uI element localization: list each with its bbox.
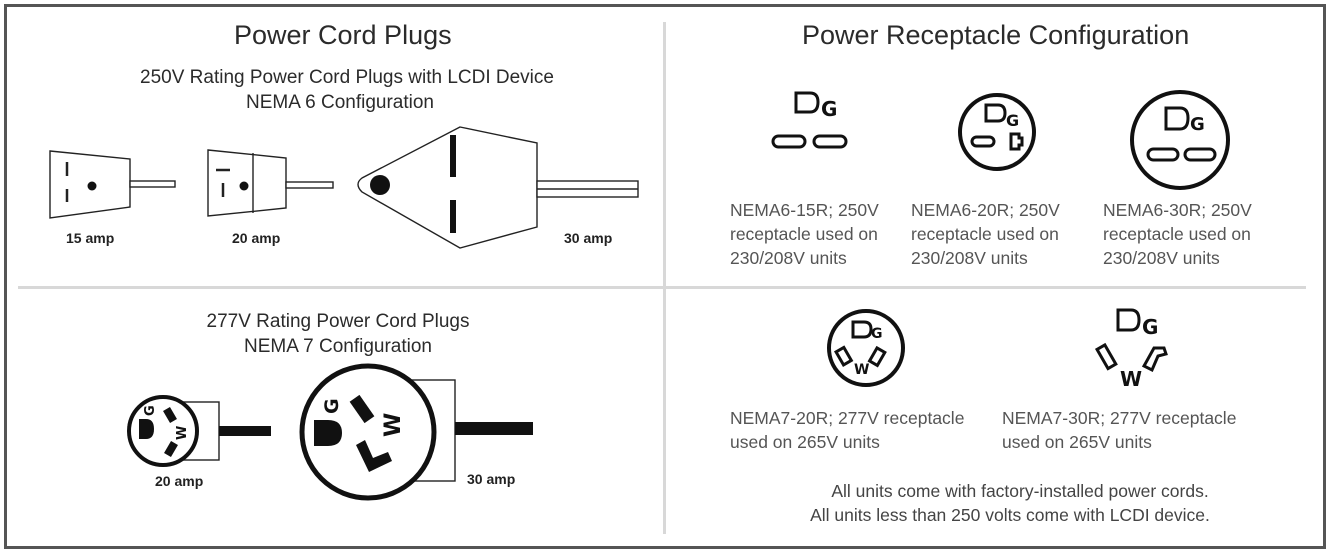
svg-text:G: G [1190,114,1205,135]
plug-30-amp-label: 30 amp [564,230,613,246]
svg-text:W: W [381,413,406,437]
receptacle-nema6-15r: G [771,91,848,149]
plug-nema7-30-amp: G W [299,363,533,501]
horizontal-divider [18,286,1306,289]
nema7-plugs-drawing: G W G W [127,363,533,501]
nema6-plugs-subtitle: 250V Rating Power Cord Plugs with LCDI D… [140,67,554,88]
nema6-receptacles-drawing: G G G [771,90,1230,190]
nema6-plugs-drawing [49,126,639,249]
nema7-plug-30-amp-label: 30 amp [467,471,516,487]
receptacle-nema7-30r: G W [1094,308,1168,391]
svg-text:G: G [143,405,158,416]
nema7-plug-20-amp-label: 20 amp [155,473,204,489]
receptacles-title: Power Receptacle Configuration [802,20,1190,50]
nema7-receptacles-drawing: G W G W [827,308,1168,391]
svg-text:W: W [1120,367,1142,391]
nema7-20r-caption: NEMA7-20R; 277V receptacle used on 265V … [730,408,965,452]
factory-cords-note: All units come with factory-installed po… [831,481,1209,501]
nema7-plugs-subtitle: 277V Rating Power Cord Plugs [206,311,470,332]
receptacle-nema6-30r: G [1130,90,1230,190]
plug-20-amp [207,149,334,217]
plugs-title: Power Cord Plugs [234,20,452,50]
plug-20-amp-label: 20 amp [232,230,281,246]
plug-nema7-20-amp: G W [127,395,271,467]
nema7-30r-caption: NEMA7-30R; 277V receptacle used on 265V … [1002,408,1237,452]
svg-text:G: G [1142,315,1158,339]
nema6-20r-caption: NEMA6-20R; 250V receptacle used on 230/2… [911,200,1060,268]
svg-text:W: W [854,362,869,378]
plug-15-amp-label: 15 amp [66,230,115,246]
svg-text:G: G [1006,111,1019,130]
nema6-plugs-config: NEMA 6 Configuration [246,92,434,113]
figure-frame [4,4,1326,549]
ground-label: G [821,97,837,121]
lcdi-note: All units less than 250 volts come with … [810,505,1210,525]
nema7-plugs-config: NEMA 7 Configuration [244,336,432,357]
svg-text:G: G [321,398,343,414]
plug-15-amp [49,150,176,219]
nema6-15r-caption: NEMA6-15R; 250V receptacle used on 230/2… [730,200,879,268]
vertical-divider [663,22,666,534]
plug-30-amp [357,126,639,249]
svg-text:W: W [175,426,190,440]
nema6-30r-caption: NEMA6-30R; 250V receptacle used on 230/2… [1103,200,1252,268]
receptacle-nema6-20r: G [958,93,1036,171]
receptacle-nema7-20r: G W [827,309,905,387]
svg-text:G: G [871,326,883,342]
